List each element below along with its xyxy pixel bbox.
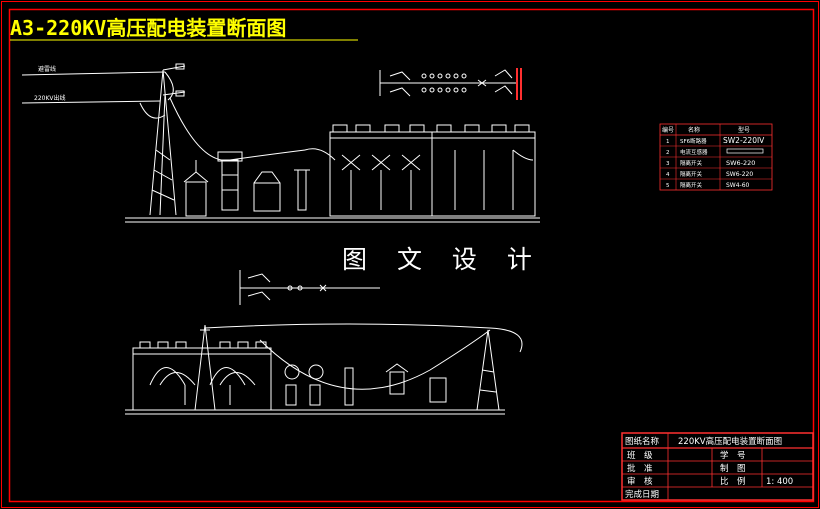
drawing-title: A3-220KV高压配电装置断面图 <box>10 16 287 40</box>
title-block-class-label: 班 级 <box>627 450 653 461</box>
title-block: 图纸名称 220KV高压配电装置断面图 班 级 学 号 批 准 制 图 审 核 … <box>621 432 814 501</box>
lower-section-elevation <box>125 323 523 415</box>
table-cell: SW6-220 <box>726 171 753 178</box>
table-cell: 隔离开关 <box>680 170 703 178</box>
title-block-drawn-label: 制 图 <box>720 463 746 474</box>
bus-line-label: 220KV出线 <box>34 94 66 102</box>
title-block-approve-label: 批 准 <box>627 463 653 474</box>
table-cell: SW2-220IV <box>723 136 765 145</box>
middle-single-line-diagram <box>239 270 380 305</box>
title-block-review-label: 审 核 <box>627 476 653 487</box>
table-cell: 隔离开关 <box>680 181 703 189</box>
table-cell: SF6断路器 <box>680 137 707 145</box>
title-block-scale-label: 比 例 <box>720 476 746 487</box>
table-cell: 1 <box>666 139 670 145</box>
title-block-student-label: 学 号 <box>720 450 746 461</box>
top-line-label: 避雷线 <box>38 65 56 73</box>
title-block-name-label: 图纸名称 <box>625 436 660 447</box>
table-cell-model-box <box>726 148 764 154</box>
table-header-model: 型号 <box>738 126 750 134</box>
table-cell: SW4-60 <box>726 182 750 189</box>
table-cell: 2 <box>666 150 670 156</box>
title-block-name-value: 220KV高压配电装置断面图 <box>678 436 782 447</box>
table-cell: 5 <box>666 183 670 189</box>
table-header-no: 编号 <box>662 126 674 134</box>
title-block-scale-value: 1: 400 <box>766 477 793 487</box>
center-watermark-label: 图 文 设 计 <box>342 245 543 274</box>
table-cell: SW6-220 <box>726 159 755 167</box>
inner-border <box>8 8 815 503</box>
table-cell: 4 <box>666 172 670 178</box>
table-cell: 隔离开关 <box>680 159 703 167</box>
title-block-date-label: 完成日期 <box>625 489 659 500</box>
table-cell: 3 <box>666 161 670 167</box>
upper-section-elevation <box>21 63 540 223</box>
table-cell: 电流互感器 <box>680 148 708 156</box>
table-header-name: 名称 <box>688 126 700 134</box>
equipment-table: 编号 名称 型号 1 SF6断路器 SW2-220IV 2 电流互感器 3 隔离… <box>659 123 773 191</box>
